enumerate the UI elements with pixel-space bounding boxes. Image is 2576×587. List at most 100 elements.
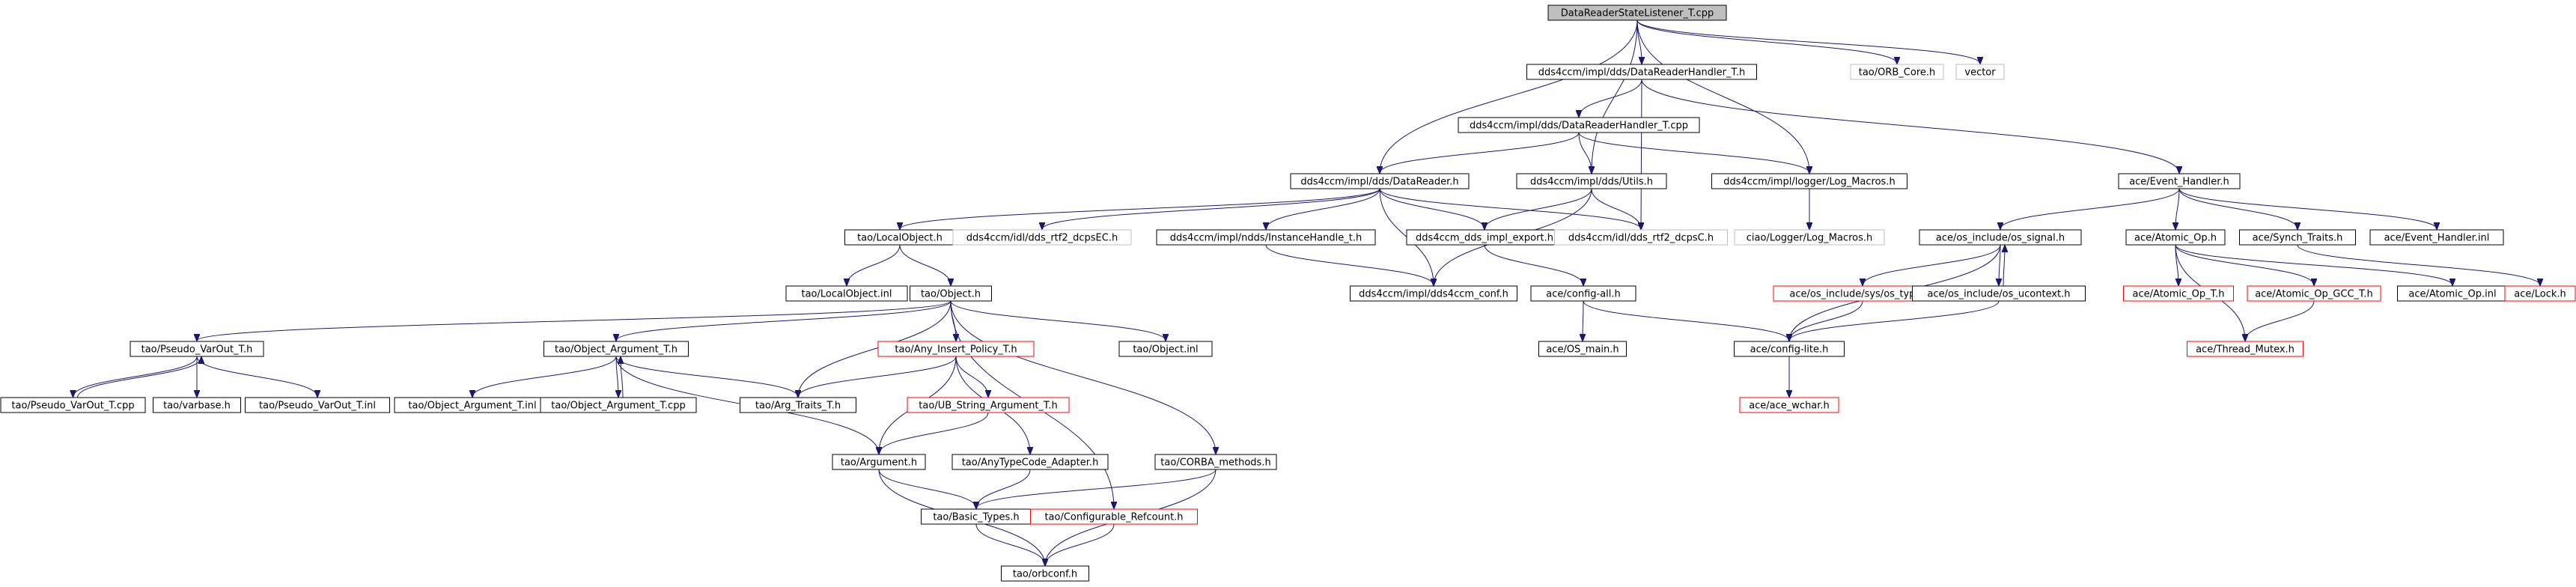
edge-evh-to-atomic (2175, 188, 2180, 229)
node-orb-core: tao/ORB_Core.h (1850, 64, 1944, 80)
edge-line (2003, 246, 2005, 287)
node-argument[interactable]: tao/Argument.h (832, 454, 926, 470)
node-label: tao/AnyTypeCode_Adapter.h (962, 457, 1099, 469)
edge-line (2175, 244, 2314, 285)
edge-line (1789, 300, 1863, 341)
node-box (2369, 229, 2504, 246)
node-refcount[interactable]: tao/Configurable_Refcount.h (1030, 508, 1198, 525)
node-objarg-cpp[interactable]: tao/Object_Argument_T.cpp (540, 397, 697, 413)
node-label: ace/Lock.h (2514, 289, 2566, 300)
node-threadmutex[interactable]: ace/Thread_Mutex.h (2187, 341, 2304, 357)
node-drh-cpp[interactable]: dds4ccm/impl/dds/DataReaderHandler_T.cpp (1458, 117, 1700, 133)
node-label: ace/Event_Handler.h (2129, 177, 2229, 188)
edge-line (1591, 188, 1641, 229)
node-label: tao/Any_Insert_Policy_T.h (895, 344, 1017, 356)
node-ossignal[interactable]: ace/os_include/os_signal.h (1919, 229, 2082, 246)
edge-layer (73, 19, 2541, 565)
edge-anyins-to-argtraits (798, 356, 957, 397)
edge-evh-to-evh-inl (2178, 188, 2437, 229)
edge-refcount-to-orbconf (1045, 523, 1115, 565)
edge-evh-to-synch (2178, 188, 2298, 229)
node-localobj-inl[interactable]: tao/LocalObject.inl (785, 285, 908, 302)
node-anytc[interactable]: tao/AnyTypeCode_Adapter.h (951, 454, 1109, 470)
edge-line (73, 356, 198, 397)
node-atomic-t[interactable]: ace/Atomic_Op_T.h (2123, 285, 2234, 302)
node-argtraits[interactable]: tao/Arg_Traits_T.h (740, 397, 856, 413)
edge-drh-h-to-evh (1641, 79, 2179, 173)
node-anyins[interactable]: tao/Any_Insert_Policy_T.h (877, 341, 1035, 357)
node-lock[interactable]: ace/Lock.h (2504, 285, 2576, 302)
node-localobj[interactable]: tao/LocalObject.h (844, 229, 955, 246)
edge-line (2178, 188, 2298, 229)
node-objarg[interactable]: tao/Object_Argument_T.h (543, 341, 689, 357)
node-box (910, 285, 992, 302)
node-label: tao/Pseudo_VarOut_T.cpp (11, 401, 134, 412)
node-pseudo-inl[interactable]: tao/Pseudo_VarOut_T.inl (245, 397, 390, 413)
node-configall[interactable]: ace/config-all.h (1530, 285, 1636, 302)
edge-line (1578, 132, 1592, 173)
node-instance[interactable]: dds4ccm/impl/ndds/InstanceHandle_t.h (1156, 229, 1376, 246)
node-evh-inl[interactable]: ace/Event_Handler.inl (2369, 229, 2504, 246)
node-label: tao/Object_Argument_T.cpp (551, 401, 685, 412)
edge-root-to-logmacros (1636, 19, 1809, 173)
node-varbase[interactable]: tao/varbase.h (153, 397, 241, 413)
node-utils[interactable]: dds4ccm/impl/dds/Utils.h (1516, 173, 1667, 189)
node-logmacros[interactable]: dds4ccm/impl/logger/Log_Macros.h (1711, 173, 1907, 189)
edge-line (975, 523, 1045, 565)
node-synch[interactable]: ace/Synch_Traits.h (2239, 229, 2356, 246)
edge-line (197, 300, 951, 341)
node-label: tao/Pseudo_VarOut_T.h (141, 344, 253, 356)
node-box (1030, 508, 1198, 525)
node-label: ace/os_include/sys/os_types.h (1789, 289, 1935, 300)
node-label: tao/Configurable_Refcount.h (1044, 512, 1183, 523)
node-object-inl[interactable]: tao/Object.inl (1118, 341, 1213, 357)
node-datareader[interactable]: dds4ccm/impl/dds/DataReader.h (1290, 173, 1470, 189)
node-basic[interactable]: tao/Basic_Types.h (921, 508, 1032, 525)
node-box (2125, 229, 2226, 246)
edge-object-to-corba (950, 300, 1216, 454)
node-vector: vector (1955, 64, 2005, 80)
node-box (0, 397, 146, 413)
node-label: ace/Event_Handler.inl (2384, 233, 2490, 244)
node-osucontext[interactable]: ace/os_include/os_ucontext.h (1912, 285, 2086, 302)
edge-line (2178, 188, 2437, 229)
node-atomic-gcc[interactable]: ace/Atomic_Op_GCC_T.h (2247, 285, 2381, 302)
node-corba[interactable]: tao/CORBA_methods.h (1154, 454, 1277, 470)
node-label: DataReaderStateListener_T.cpp (1561, 8, 1714, 19)
node-label: dds4ccm/impl/ndds/InstanceHandle_t.h (1170, 233, 1362, 244)
edge-object-to-objarg (616, 300, 951, 341)
edge-line (1484, 244, 1583, 285)
node-label: ace/ace_wchar.h (1749, 401, 1830, 412)
edge-line (976, 469, 1217, 508)
node-pseudo-cpp[interactable]: tao/Pseudo_VarOut_T.cpp (0, 397, 146, 413)
node-osmain[interactable]: ace/OS_main.h (1538, 341, 1627, 357)
edge-line (1999, 244, 2000, 285)
node-pseudo[interactable]: tao/Pseudo_VarOut_T.h (130, 341, 264, 357)
node-box (540, 397, 697, 413)
node-atomic[interactable]: ace/Atomic_Op.h (2125, 229, 2226, 246)
edge-line (1636, 19, 1980, 64)
edge-object-to-argtraits (798, 300, 951, 397)
node-orbconf[interactable]: tao/orbconf.h (1001, 565, 1089, 582)
node-box (1154, 454, 1277, 470)
node-conf[interactable]: dds4ccm/impl/dds4ccm_conf.h (1350, 285, 1517, 302)
edge-line (2000, 188, 2180, 229)
node-drh-h[interactable]: dds4ccm/impl/dds/DataReaderHandler_T.h (1526, 64, 1757, 80)
edge-argument-to-basic (878, 469, 976, 508)
node-evh[interactable]: ace/Event_Handler.h (2118, 173, 2241, 189)
node-box (2247, 285, 2381, 302)
node-label: ace/Atomic_Op_T.h (2133, 289, 2225, 300)
edge-line (1265, 244, 1434, 285)
node-object[interactable]: tao/Object.h (910, 285, 992, 302)
node-acewchar[interactable]: ace/ace_wchar.h (1739, 397, 1839, 413)
node-label: dds4ccm/impl/dds/Utils.h (1530, 177, 1653, 188)
node-ostypes[interactable]: ace/os_include/sys/os_types.h (1773, 285, 1952, 302)
node-objarg-inl[interactable]: tao/Object_Argument_T.inl (394, 397, 551, 413)
edge-line (950, 300, 1166, 341)
edge-line (472, 356, 617, 397)
node-configlite[interactable]: ace/config-lite.h (1734, 341, 1845, 357)
node-atomic-inl[interactable]: ace/Atomic_Op.inl (2397, 285, 2508, 302)
node-export[interactable]: dds4ccm_dds_impl_export.h (1406, 229, 1563, 246)
node-root[interactable]: DataReaderStateListener_T.cpp (1547, 4, 1727, 21)
node-ubstring[interactable]: tao/UB_String_Argument_T.h (907, 397, 1070, 413)
